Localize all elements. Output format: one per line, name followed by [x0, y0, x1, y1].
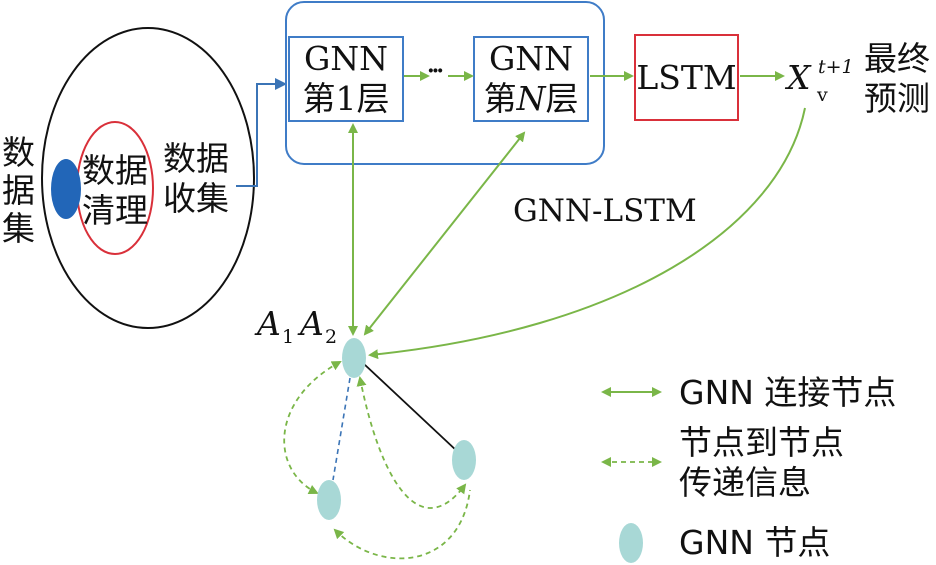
- node-a2-letter: A: [300, 304, 324, 343]
- collection-to-gnn-arrow: [236, 78, 287, 187]
- gnn-nth-sub: 第N层: [474, 80, 588, 118]
- gnn-node-right: [452, 440, 476, 480]
- dataset-ellipse: [51, 159, 81, 219]
- collection-label-2: 收集: [163, 179, 229, 218]
- legend-message-label-1: 节点到节点: [679, 423, 844, 462]
- node-a2-sub: 2: [325, 326, 338, 348]
- gnn-first-layer-box: [288, 36, 404, 122]
- gnn-nth-title: GNN: [488, 39, 574, 78]
- gnn-node-left: [317, 480, 341, 520]
- gnn-nth-sub-num: N: [516, 79, 546, 118]
- legend-message-label-2: 传递信息: [679, 463, 811, 502]
- edge-a-to-right-node: [363, 363, 459, 453]
- node-a1-sub: 1: [282, 326, 295, 348]
- legend-connect-label: GNN 连接节点: [679, 373, 897, 412]
- layers-ellipsis: ···: [427, 58, 444, 84]
- gnn-nth-sub-prefix: 第: [483, 79, 517, 118]
- output-label-1: 最终: [864, 39, 930, 78]
- dataset-label-2: 据: [2, 171, 35, 210]
- output-sub: v: [817, 84, 828, 106]
- gnn-first-sub-num: 1: [335, 79, 357, 118]
- gnn-node-a: [342, 338, 366, 378]
- collection-label-1: 数据: [163, 139, 229, 178]
- msg-curve-left-right-bottom: [333, 489, 471, 560]
- msg-curve-a-left-outer: [283, 361, 342, 494]
- output-sup: t+1: [818, 56, 854, 78]
- msg-curve-a-right-long: [356, 376, 467, 509]
- dataset-label-3: 集: [2, 209, 35, 248]
- lstm-label: LSTM: [636, 58, 737, 97]
- gnn-first-title: GNN: [303, 39, 389, 78]
- dataset-label-1: 数: [2, 133, 35, 172]
- node-a1-letter: A: [257, 304, 281, 343]
- output-var: X: [787, 58, 811, 97]
- legend-node-label: GNN 节点: [679, 523, 831, 562]
- cleaning-label-2: 清理: [82, 191, 148, 230]
- output-to-node-curve: [368, 107, 806, 360]
- gnn-first-sub: 第1层: [289, 80, 403, 118]
- collection-ellipse: [41, 27, 255, 329]
- gnn-nth-sub-suffix: 层: [545, 79, 579, 118]
- output-label-2: 预测: [864, 79, 930, 118]
- layerN-node-connection: [363, 131, 526, 336]
- module-label: GNN-LSTM: [513, 193, 697, 229]
- cleaning-label-1: 数据: [82, 151, 148, 190]
- edge-a-to-left-node: [332, 377, 351, 481]
- lstm-box: [634, 34, 739, 121]
- gnn-first-sub-prefix: 第: [302, 79, 336, 118]
- gnn-first-sub-suffix: 层: [356, 79, 390, 118]
- legend-node-symbol: [619, 523, 643, 563]
- gnn-nth-layer-box: [473, 36, 589, 122]
